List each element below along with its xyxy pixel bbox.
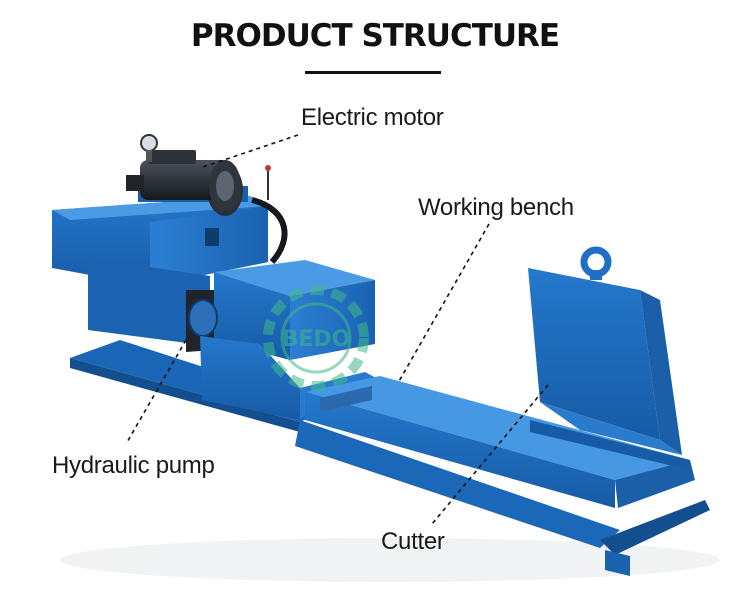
electric-motor <box>126 134 288 265</box>
ground-shadow <box>60 538 720 582</box>
label-cutter: Cutter <box>381 528 445 555</box>
bedo-watermark-logo: BEDO <box>263 285 369 391</box>
watermark-text: BEDO <box>282 327 351 352</box>
leader-working-bench <box>397 223 490 384</box>
label-working-bench: Working bench <box>418 194 574 221</box>
callout-lines <box>125 134 549 525</box>
label-electric-motor: Electric motor <box>301 104 444 131</box>
working-bench <box>305 376 695 508</box>
leader-cutter <box>431 384 549 525</box>
title-underline <box>305 71 441 74</box>
page-title: PRODUCT STRUCTURE <box>190 18 560 54</box>
cutter <box>528 246 690 470</box>
pump-housing <box>186 260 380 420</box>
label-hydraulic-pump: Hydraulic pump <box>52 452 215 479</box>
leader-electric-motor <box>199 134 299 169</box>
